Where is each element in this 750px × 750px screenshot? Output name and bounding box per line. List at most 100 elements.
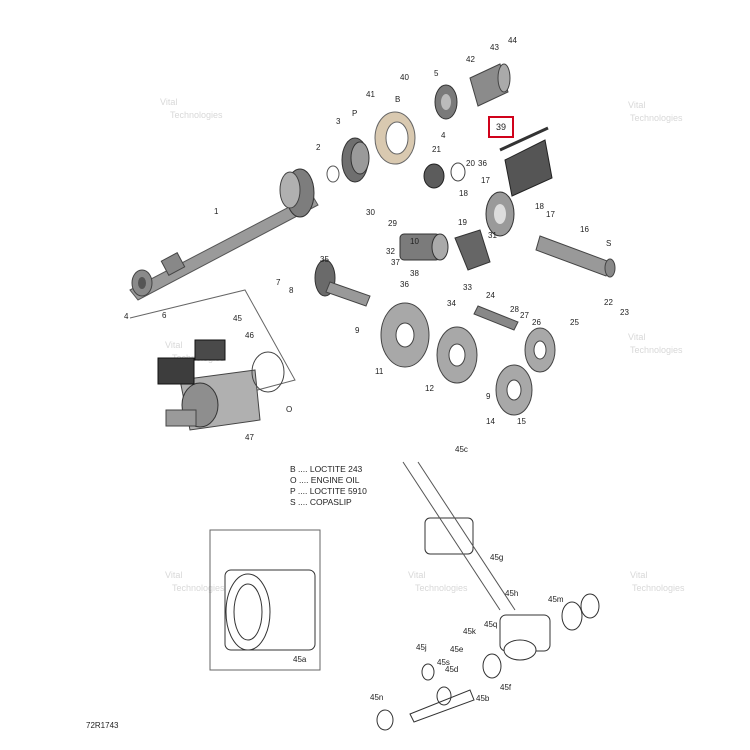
label-15: 15 (517, 417, 526, 426)
watermark: Vital (628, 100, 645, 110)
marker-s: S (606, 239, 611, 248)
main-shaft-part-1 (129, 168, 319, 301)
legend-row-p: P .... LOCTITE 5910 (290, 486, 367, 497)
label-45h: 45h (505, 589, 518, 598)
legend-sep: .... (295, 464, 310, 474)
shaft-part-24 (473, 305, 519, 331)
label-26: 26 (532, 318, 541, 327)
label-32: 32 (386, 247, 395, 256)
watermark: Vital (165, 340, 182, 350)
label-4: 4 (441, 131, 446, 140)
gear-part-35 (314, 259, 371, 307)
label-29: 29 (388, 219, 397, 228)
label-16: 16 (580, 225, 589, 234)
label-8: 8 (289, 286, 294, 295)
gear-part-3 (326, 137, 370, 183)
label-42: 42 (466, 55, 475, 64)
legend-row-s: S .... COPASLIP (290, 497, 367, 508)
label-25: 25 (570, 318, 579, 327)
label-33: 33 (463, 283, 472, 292)
label-37: 37 (391, 258, 400, 267)
legend-text: COPASLIP (309, 497, 352, 507)
legend-text: LOCTITE 243 (309, 464, 363, 474)
label-46: 46 (245, 331, 254, 340)
watermark: Technologies (172, 583, 225, 593)
label-38: 38 (410, 269, 419, 278)
label-45b: 45b (476, 694, 490, 703)
gear-part-31 (485, 191, 515, 237)
marker-p: P (352, 109, 357, 118)
label-47: 47 (245, 433, 254, 442)
label-44: 44 (508, 36, 517, 45)
label-23: 23 (620, 308, 629, 317)
label-17b: 17 (546, 210, 555, 219)
legend: B .... LOCTITE 243 O .... ENGINE OIL P .… (290, 464, 367, 508)
watermark: Technologies (415, 583, 468, 593)
label-36b: 36 (478, 159, 487, 168)
label-21: 21 (432, 145, 441, 154)
sleeve-part-42 (469, 63, 511, 107)
drum-part-32 (399, 229, 491, 271)
label-45j: 45j (416, 643, 427, 652)
legend-text: ENGINE OIL (310, 475, 360, 485)
actuator-part-45 (157, 339, 226, 385)
housing-part-45a (224, 569, 316, 651)
label-36: 36 (400, 280, 409, 289)
label-45d: 45d (445, 665, 458, 674)
label-11: 11 (375, 367, 384, 376)
label-41: 41 (366, 90, 375, 99)
label-9b: 9 (486, 392, 491, 401)
label-19: 19 (458, 218, 467, 227)
ring-part-41 (374, 111, 416, 165)
seal-parts-45d (421, 653, 502, 706)
label-17: 17 (481, 176, 490, 185)
marker-b: B (395, 95, 400, 104)
watermark: Vital (165, 570, 182, 580)
label-30: 30 (366, 208, 375, 217)
label-20: 20 (466, 159, 475, 168)
label-45g: 45g (490, 553, 503, 562)
label-45q: 45q (484, 620, 497, 629)
part-21 (423, 162, 466, 189)
legend-row-b: B .... LOCTITE 243 (290, 464, 367, 475)
gear-part-25 (524, 327, 556, 373)
part-labels: 1 2 3 4 4 5 6 7 8 9 9 10 11 12 14 15 16 … (124, 36, 629, 703)
highlight-callout-39[interactable]: 39 (488, 116, 514, 138)
label-27: 27 (520, 311, 529, 320)
legend-sep: .... (295, 497, 310, 507)
label-18: 18 (459, 189, 468, 198)
label-45s: 45s (437, 658, 450, 667)
label-45f: 45f (500, 683, 512, 692)
bracket-part-45s (402, 461, 516, 611)
gear-part-12 (436, 326, 478, 384)
gear-part-14 (495, 364, 533, 416)
label-3: 3 (336, 117, 341, 126)
watermark: Technologies (630, 113, 683, 123)
label-6: 6 (162, 311, 167, 320)
inset-frame-lower (209, 529, 321, 671)
label-5: 5 (434, 69, 439, 78)
label-45k: 45k (463, 627, 477, 636)
selector-part-39 (499, 126, 553, 197)
label-45a: 45a (293, 655, 307, 664)
legend-code: P (290, 486, 296, 496)
gear-part-6 (138, 277, 146, 289)
legend-sep: .... (295, 486, 310, 496)
legend-row-o: O .... ENGINE OIL (290, 475, 367, 486)
label-45: 45 (233, 314, 242, 323)
label-45m: 45m (548, 595, 564, 604)
washer-part-45n (376, 689, 475, 731)
label-10: 10 (410, 237, 419, 246)
watermark: Vital (408, 570, 425, 580)
housing-part-47 (165, 369, 261, 431)
shaft-part-16 (535, 235, 616, 278)
watermark: Technologies (170, 110, 223, 120)
label-14: 14 (486, 417, 495, 426)
label-24: 24 (486, 291, 495, 300)
label-22: 22 (604, 298, 613, 307)
legend-code: B (290, 464, 296, 474)
watermark: Vital (630, 570, 647, 580)
gear-part-11 (380, 302, 430, 368)
